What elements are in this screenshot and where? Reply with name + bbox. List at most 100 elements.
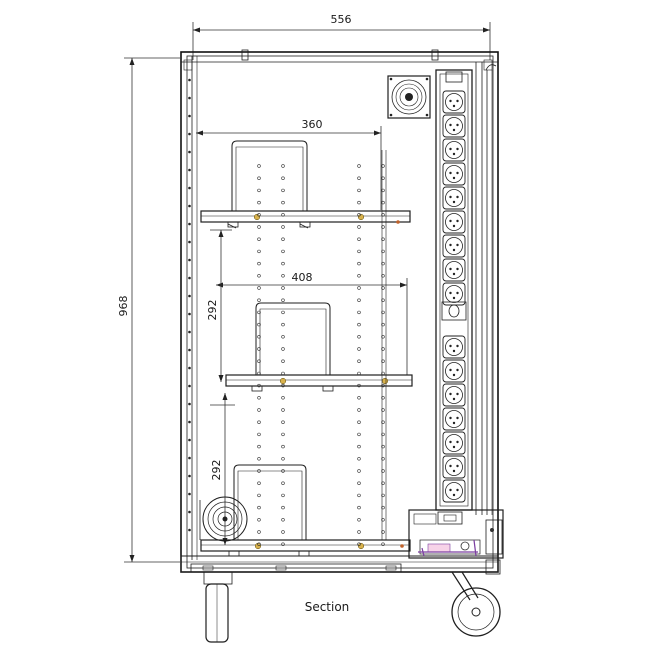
dimension-spacing-upper: 292 xyxy=(206,229,232,382)
perforation-hole xyxy=(381,298,385,302)
perforation-hole xyxy=(257,200,261,205)
perforation-hole xyxy=(357,457,361,461)
socket-outlet xyxy=(442,359,466,383)
post-hole xyxy=(188,96,191,100)
dimension-shelf-mid-width: 408 xyxy=(216,271,408,375)
perforation-hole xyxy=(357,371,361,376)
perforation-hole xyxy=(381,493,385,498)
post-hole xyxy=(188,420,191,424)
perforation-hole xyxy=(281,335,285,339)
perforation-hole xyxy=(281,213,285,217)
post-hole xyxy=(188,474,191,478)
perforation-hole xyxy=(381,213,385,217)
shelf-pin-small xyxy=(396,220,400,224)
perforation-hole xyxy=(357,408,361,412)
drawing-caption: Section xyxy=(305,600,350,614)
socket-outlet xyxy=(442,431,466,455)
perforation-hole xyxy=(281,286,285,290)
socket-outlet xyxy=(442,234,466,258)
perforation-hole xyxy=(281,261,285,266)
base-plate xyxy=(190,563,402,573)
perforation-hole xyxy=(257,383,261,388)
perforation-hole xyxy=(381,237,385,241)
perforation-hole xyxy=(257,176,261,180)
perforation-hole xyxy=(257,322,261,327)
dimension-label-292-lower: 292 xyxy=(210,460,223,481)
perforation-hole xyxy=(357,213,361,217)
shelf-pin xyxy=(254,542,262,550)
perforation-hole xyxy=(257,444,261,449)
perforation-hole xyxy=(381,408,385,412)
perforation-hole xyxy=(381,505,385,510)
perforation-hole xyxy=(381,347,385,351)
post-hole xyxy=(188,114,191,118)
perforation-hole xyxy=(257,371,261,376)
shelf-bottom xyxy=(200,464,411,557)
right-side-rails xyxy=(475,62,497,515)
wheel-left-icon xyxy=(203,571,233,643)
perforation-hole xyxy=(257,359,261,363)
perforation-hole xyxy=(281,371,285,376)
shelf-pin-small xyxy=(400,544,404,548)
shelf-middle xyxy=(225,302,413,392)
perforation-hole xyxy=(357,237,361,241)
post-hole xyxy=(188,402,191,406)
perforation-hole xyxy=(357,298,361,302)
post-hole xyxy=(188,132,191,136)
left-post-holes xyxy=(188,78,191,532)
post-hole xyxy=(188,312,191,316)
shelf-pin xyxy=(357,213,365,221)
perforation-hole xyxy=(281,469,285,473)
perforation-hole xyxy=(381,249,385,254)
perforation-hole xyxy=(381,322,385,327)
socket-outlet xyxy=(442,186,466,210)
perforation-hole xyxy=(381,225,385,229)
perforation-hole xyxy=(281,493,285,498)
perforation-hole xyxy=(357,188,361,193)
perforation-hole xyxy=(281,542,285,546)
socket-outlet xyxy=(442,138,466,162)
perforation-hole xyxy=(381,286,385,290)
perforation-hole xyxy=(257,310,261,315)
perforation-hole xyxy=(257,518,261,522)
post-hole xyxy=(188,528,191,532)
perforation-hole xyxy=(357,420,361,424)
socket-outlet xyxy=(442,383,466,407)
shelf-pin xyxy=(253,213,261,221)
perforation-hole xyxy=(257,396,261,400)
perforation-hole xyxy=(381,383,385,388)
perforation-hole xyxy=(357,542,361,546)
socket-outlet xyxy=(442,335,466,359)
perforation-hole xyxy=(257,493,261,498)
perforation-hole xyxy=(281,457,285,461)
post-hole xyxy=(188,438,191,442)
post-hole xyxy=(188,204,191,208)
post-hole xyxy=(188,78,191,82)
perforation-hole xyxy=(257,249,261,254)
post-hole xyxy=(188,168,191,172)
post-hole xyxy=(188,510,191,514)
perforation-hole xyxy=(281,188,285,193)
post-hole xyxy=(188,348,191,352)
post-hole xyxy=(188,150,191,154)
perforation-hole xyxy=(357,261,361,266)
socket-strip xyxy=(435,69,473,511)
wheel-right-icon xyxy=(451,559,501,637)
perforation-hole xyxy=(281,225,285,229)
dimension-label-408: 408 xyxy=(292,271,313,284)
perforation-hole xyxy=(281,408,285,412)
perforation-hole xyxy=(357,383,361,388)
post-hole xyxy=(188,294,191,298)
shelf-pin xyxy=(357,542,365,550)
perforation-hole xyxy=(381,371,385,376)
perforation-hole xyxy=(381,335,385,339)
perforation-hole xyxy=(357,432,361,437)
perforation-hole xyxy=(257,188,261,193)
perforation-hole xyxy=(381,188,385,193)
perforation-hole xyxy=(257,237,261,241)
perforation-hole xyxy=(281,530,285,534)
perforation-hole xyxy=(357,505,361,510)
socket-outlets xyxy=(442,90,466,503)
